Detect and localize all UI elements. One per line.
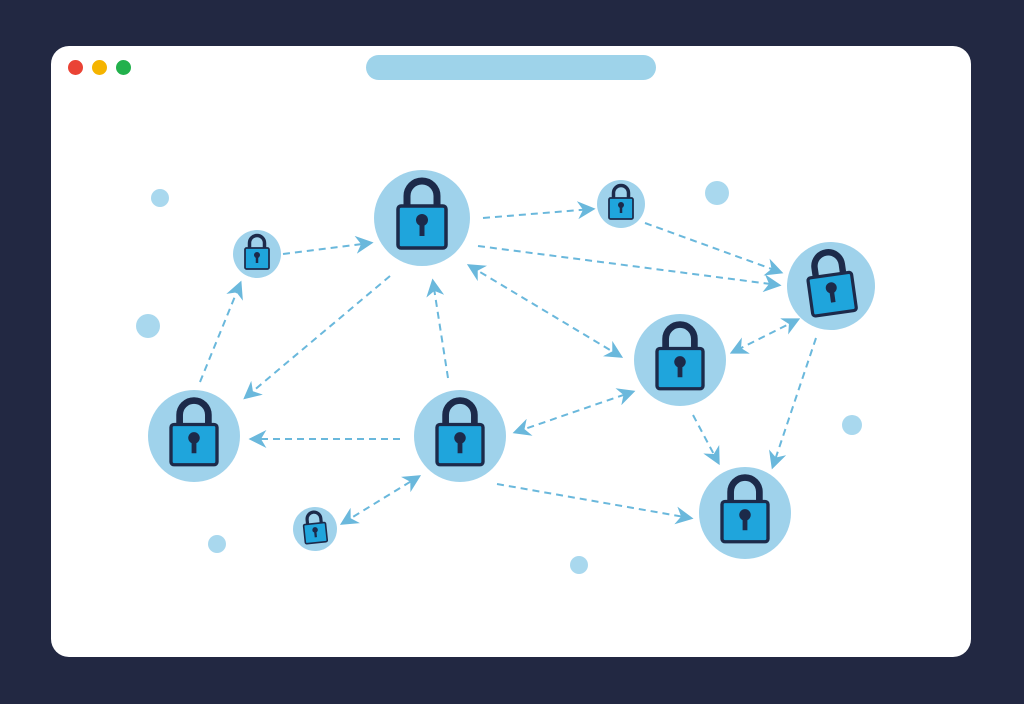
lock-node[interactable] bbox=[699, 467, 791, 559]
connection-arrow bbox=[769, 337, 817, 470]
close-window-button[interactable] bbox=[68, 60, 83, 75]
padlock-icon bbox=[396, 177, 448, 250]
padlock-icon bbox=[720, 474, 770, 544]
connection-arrow bbox=[199, 280, 243, 383]
address-bar[interactable] bbox=[366, 55, 656, 80]
maximize-window-button[interactable] bbox=[116, 60, 131, 75]
decorative-dot bbox=[136, 314, 160, 338]
lock-node[interactable] bbox=[233, 230, 281, 278]
connection-arrow bbox=[692, 414, 720, 466]
connection-arrow bbox=[512, 388, 636, 436]
lock-node[interactable] bbox=[634, 314, 726, 406]
connection-arrow bbox=[644, 222, 784, 276]
connection-arrow bbox=[729, 318, 801, 354]
padlock-icon bbox=[302, 510, 329, 545]
connection-arrow bbox=[243, 275, 391, 400]
connection-arrow bbox=[496, 483, 694, 525]
connection-arrow bbox=[482, 201, 596, 220]
decorative-dot bbox=[705, 181, 729, 205]
decorative-dot bbox=[570, 556, 588, 574]
lock-node[interactable] bbox=[414, 390, 506, 482]
decorative-dot bbox=[151, 189, 169, 207]
lock-node[interactable] bbox=[148, 390, 240, 482]
minimize-window-button[interactable] bbox=[92, 60, 107, 75]
connection-arrow bbox=[477, 245, 782, 293]
lock-node[interactable] bbox=[781, 236, 880, 335]
connection-arrow bbox=[282, 235, 374, 255]
lock-node[interactable] bbox=[597, 180, 645, 228]
padlock-icon bbox=[655, 321, 705, 391]
lock-node[interactable] bbox=[374, 170, 470, 266]
padlock-icon bbox=[169, 397, 219, 467]
decorative-dot bbox=[208, 535, 226, 553]
padlock-icon bbox=[244, 233, 270, 270]
lock-node[interactable] bbox=[291, 505, 339, 553]
decorative-dot bbox=[842, 415, 862, 435]
connection-arrow bbox=[466, 264, 624, 358]
padlock-icon bbox=[435, 397, 485, 467]
connection-arrow bbox=[426, 278, 449, 379]
padlock-icon bbox=[806, 249, 858, 318]
connection-arrow bbox=[339, 475, 422, 525]
padlock-icon bbox=[608, 183, 634, 220]
